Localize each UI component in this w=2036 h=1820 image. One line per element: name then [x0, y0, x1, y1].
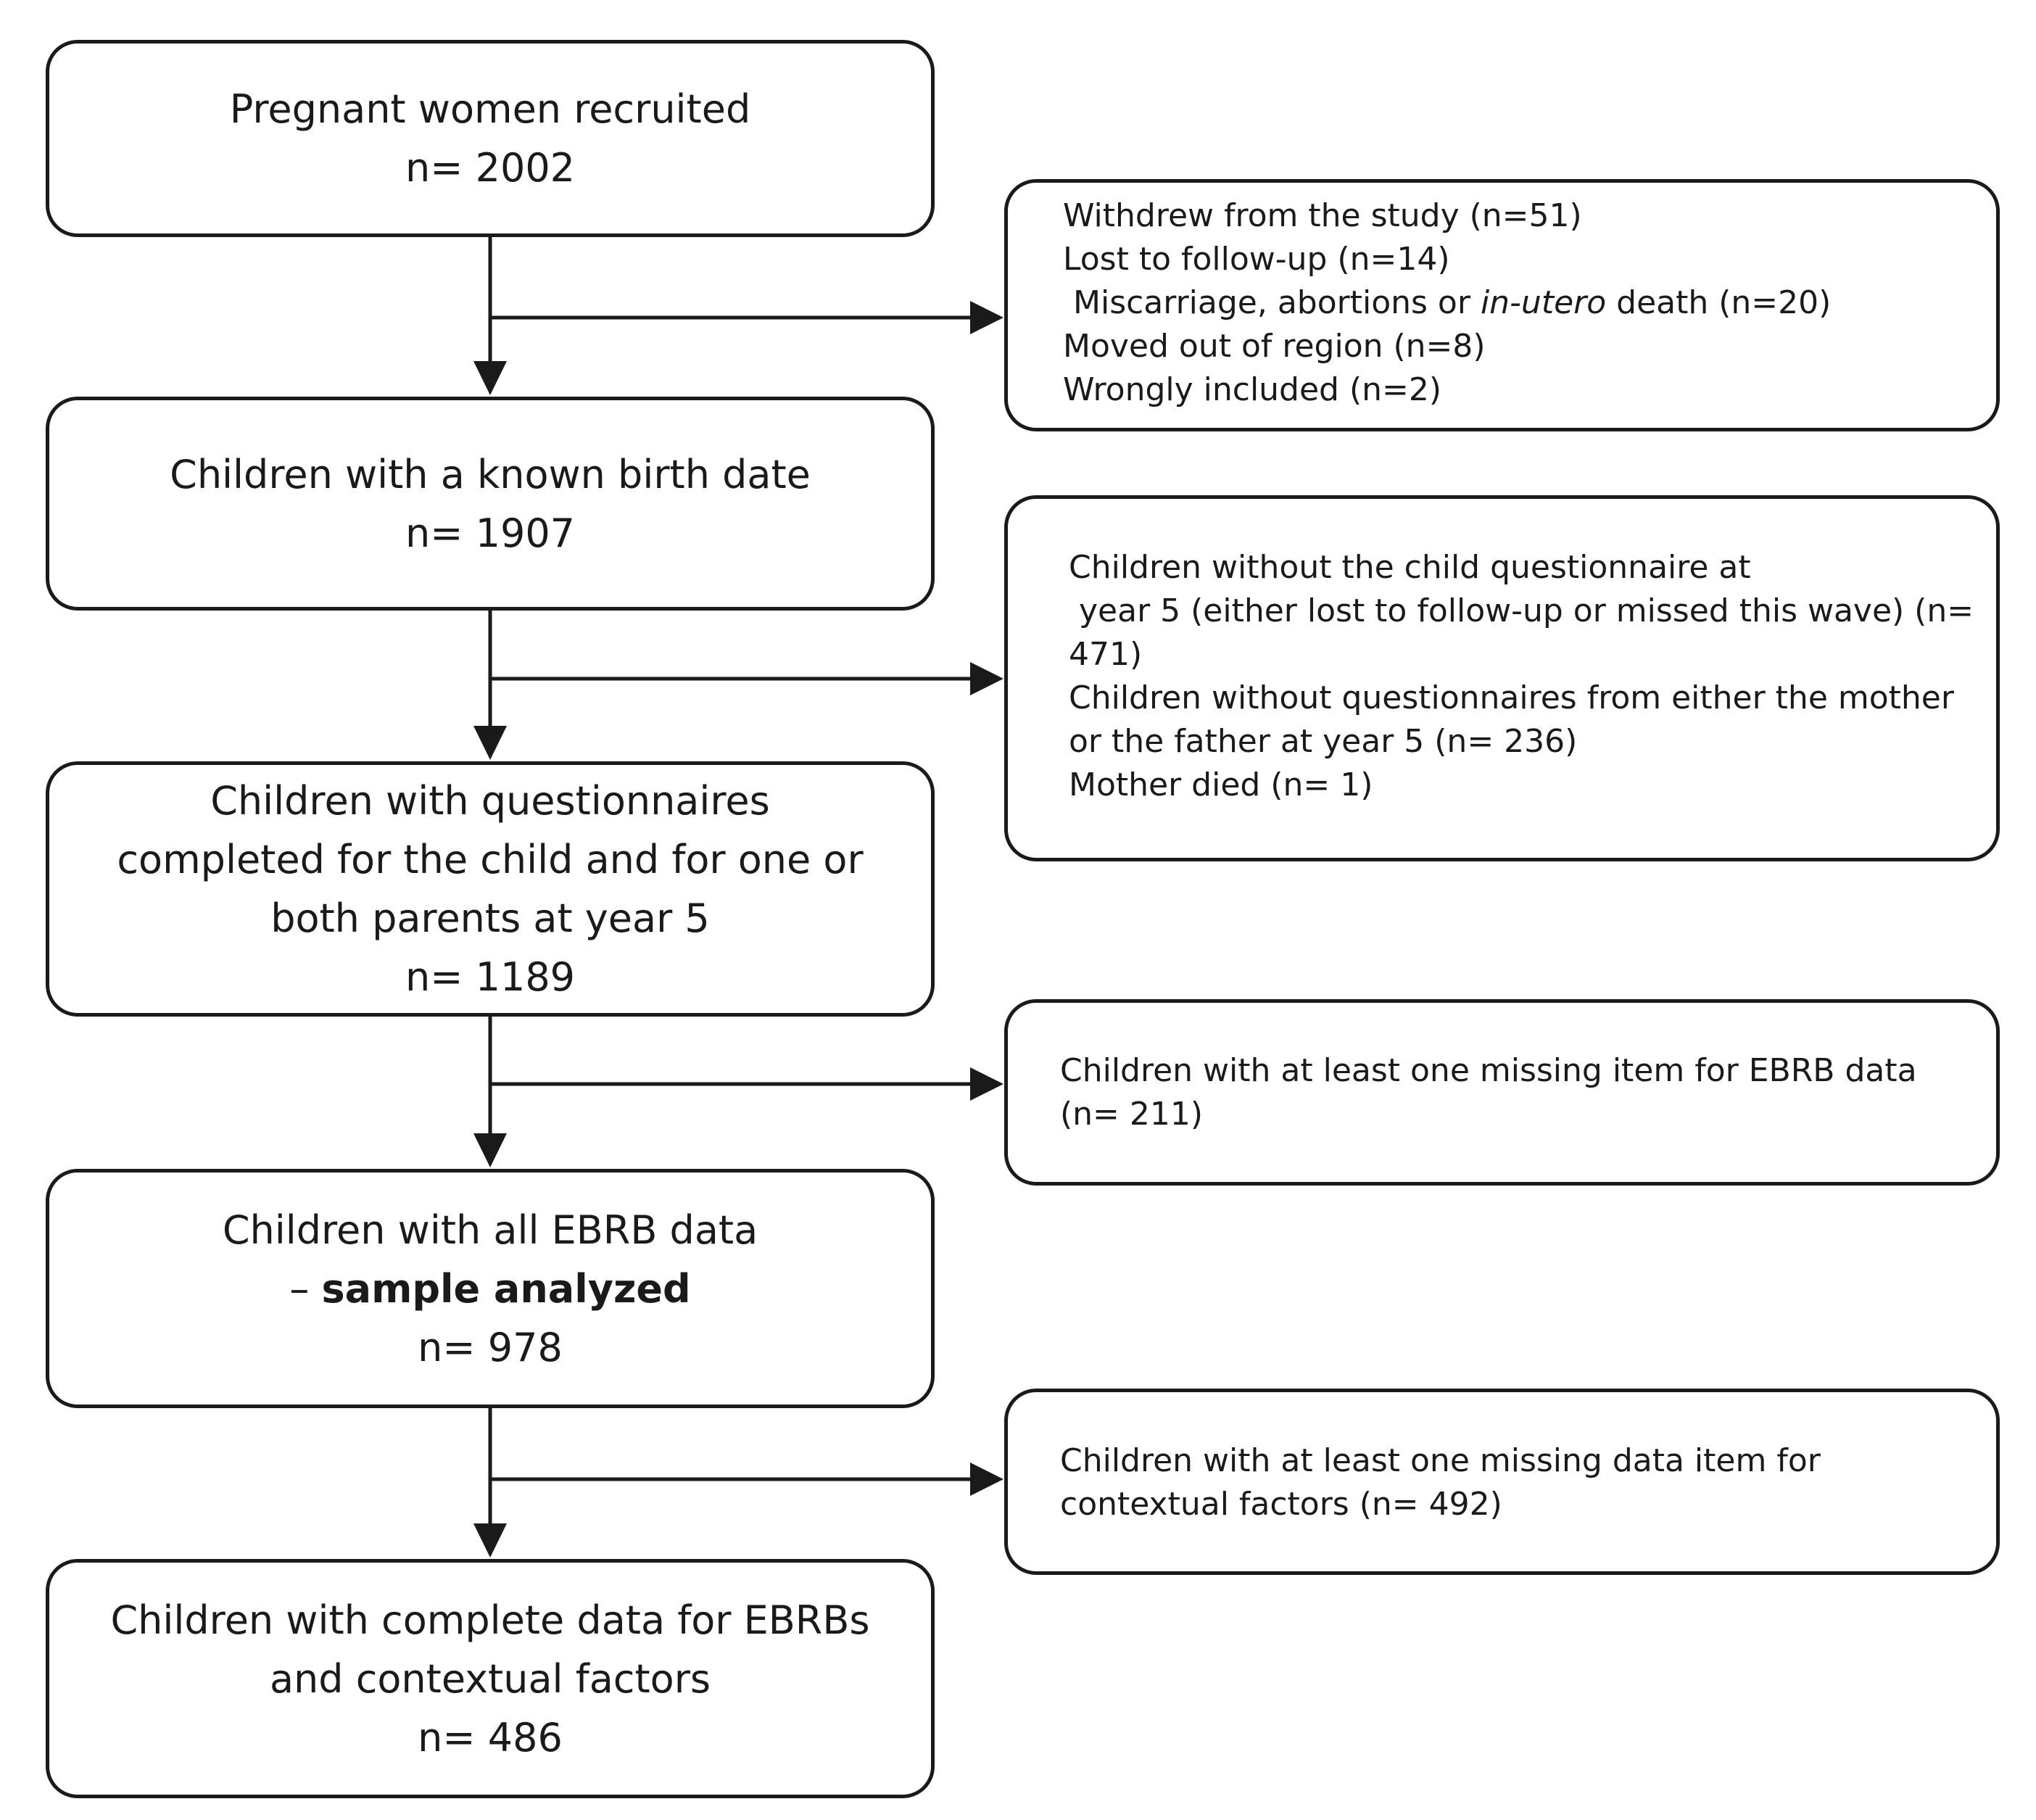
- box-pregnant-women-recruited: Pregnant women recruited n= 2002: [46, 40, 935, 237]
- box-count: n= 1189: [405, 954, 576, 1000]
- exclusion-line-1: Children with at least one missing data …: [1060, 1442, 1821, 1479]
- exclusion-line-1: Children without the child questionnaire…: [1069, 549, 1751, 586]
- exclusion-box-2: Children without the child questionnaire…: [1004, 495, 2000, 861]
- exclusion-line-2: (n= 211): [1060, 1096, 1204, 1133]
- exclusion-withdrew: Withdrew from the study (n=51): [1063, 197, 1582, 234]
- arrowhead-down-2: [473, 726, 507, 760]
- exclusion-miscarriage: Miscarriage, abortions or in-utero death…: [1063, 281, 1967, 325]
- exclusion-line-2: year 5 (either lost to follow-up or miss…: [1079, 592, 1974, 629]
- box-label-line-2: – sample analyzed: [289, 1259, 690, 1318]
- exclusion-line-5: or the father at year 5 (n= 236): [1069, 723, 1578, 760]
- box-label-line-1: Children with complete data for EBRBs: [110, 1597, 870, 1643]
- arrowhead-down-3: [473, 1133, 507, 1167]
- arrowhead-right-2: [970, 662, 1003, 695]
- box-label-line-1: Children with all EBRB data: [222, 1207, 758, 1253]
- exclusion-box-1: Withdrew from the study (n=51) Lost to f…: [1004, 179, 2000, 431]
- exclusion-line-4: Children without questionnaires from eit…: [1069, 679, 1954, 716]
- box-children-known-birth-date: Children with a known birth date n= 1907: [46, 397, 935, 611]
- box-sample-analyzed: Children with all EBRB data – sample ana…: [46, 1169, 935, 1408]
- box-label: Pregnant women recruited: [229, 86, 751, 132]
- box-label-line-1: Children with questionnaires: [210, 778, 770, 824]
- sample-analyzed-bold: sample analyzed: [321, 1265, 691, 1312]
- arrowhead-right-3: [970, 1067, 1003, 1101]
- exclusion-moved: Moved out of region (n=8): [1063, 328, 1486, 365]
- box-label-line-3: both parents at year 5: [270, 895, 710, 941]
- exclusion-line-6: Mother died (n= 1): [1069, 766, 1373, 803]
- miscarriage-text-post: death (n=20): [1606, 284, 1832, 321]
- exclusion-wrongly-included: Wrongly included (n=2): [1063, 371, 1442, 408]
- box-children-complete-data: Children with complete data for EBRBs an…: [46, 1559, 935, 1798]
- arrowhead-right-4: [970, 1463, 1003, 1496]
- miscarriage-text-pre: Miscarriage, abortions or: [1073, 284, 1481, 321]
- dash-text: –: [289, 1265, 322, 1312]
- arrowhead-right-1: [970, 301, 1003, 334]
- box-count: n= 486: [418, 1714, 563, 1761]
- arrowhead-down-4: [473, 1523, 507, 1558]
- exclusion-line-1: Children with at least one missing item …: [1060, 1052, 1917, 1089]
- exclusion-line-3: 471): [1069, 636, 1143, 673]
- box-count: n= 1907: [405, 510, 576, 556]
- box-count: n= 978: [418, 1324, 563, 1370]
- box-count: n= 2002: [405, 145, 576, 191]
- exclusion-line-2: contextual factors (n= 492): [1060, 1486, 1502, 1523]
- miscarriage-text-italic: in-utero: [1480, 284, 1607, 321]
- box-label-line-2: completed for the child and for one or: [117, 837, 864, 882]
- box-children-with-questionnaires: Children with questionnaires completed f…: [46, 761, 935, 1017]
- box-label-line-2: and contextual factors: [269, 1655, 711, 1702]
- exclusion-box-4: Children with at least one missing data …: [1004, 1389, 2000, 1575]
- box-label: Children with a known birth date: [170, 451, 811, 497]
- arrowhead-down-1: [473, 361, 507, 395]
- exclusion-box-3: Children with at least one missing item …: [1004, 999, 2000, 1186]
- exclusion-lost-to-follow-up: Lost to follow-up (n=14): [1063, 241, 1450, 278]
